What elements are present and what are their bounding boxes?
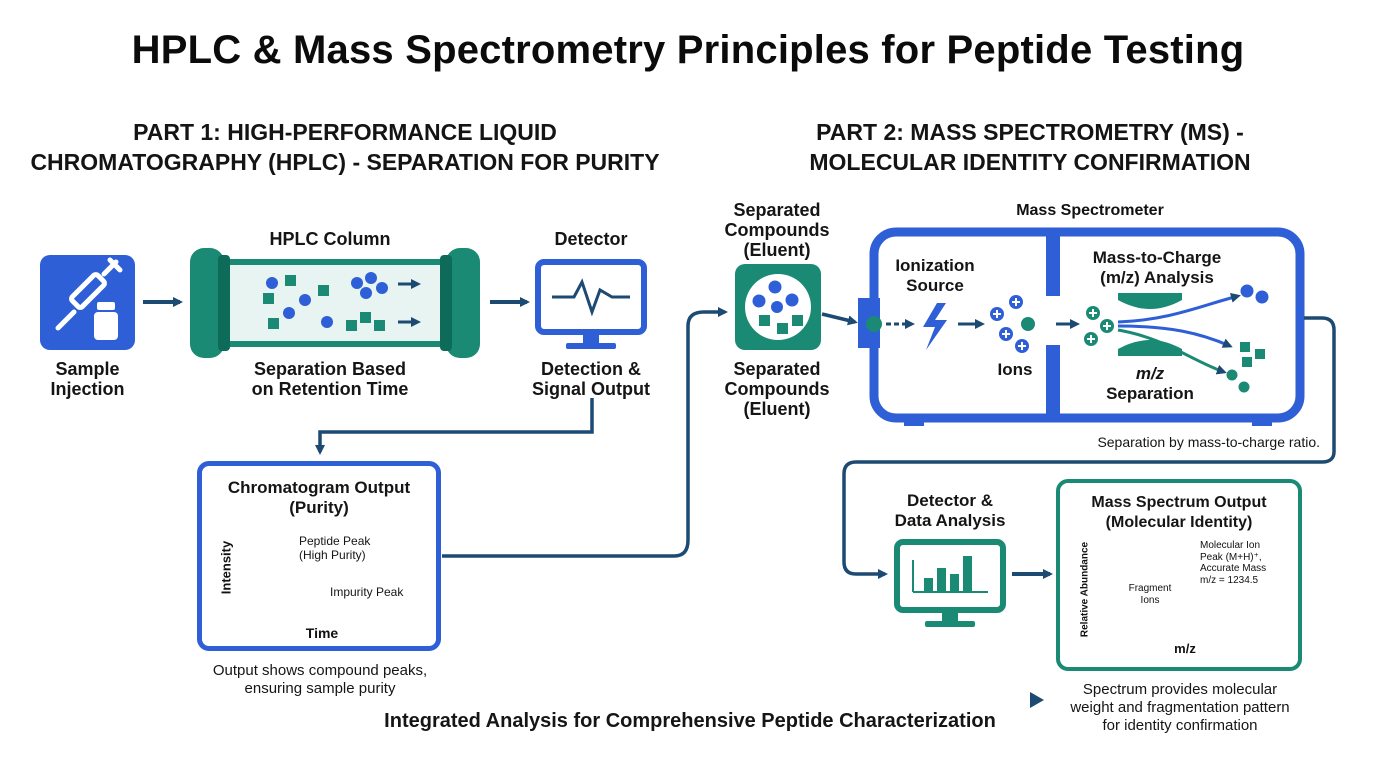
- part1-heading-line2: CHROMATOGRAPHY (HPLC) - SEPARATION FOR P…: [30, 149, 660, 175]
- hplc-column-title: HPLC Column: [269, 229, 391, 249]
- detector-data-analysis-line1: Detector &: [907, 491, 993, 510]
- mass-spectrum-panel: [1056, 479, 1302, 671]
- page-title: HPLC & Mass Spectrometry Principles for …: [131, 28, 1245, 72]
- part2-heading: PART 2: MASS SPECTROMETRY (MS) - MOLECUL…: [720, 117, 1340, 177]
- molecular-ion-line2: Peak (M+H)⁺,: [1200, 551, 1262, 563]
- part2-heading-line2: MOLECULAR IDENTITY CONFIRMATION: [809, 149, 1251, 175]
- molecular-ion-line3: Accurate Mass: [1200, 563, 1267, 574]
- chromatogram-ylabel: Intensity: [218, 540, 234, 595]
- part1-heading: PART 1: HIGH-PERFORMANCE LIQUID CHROMATO…: [20, 117, 670, 177]
- eluent-label-top: Separated Compounds (Eluent): [712, 200, 842, 260]
- footer-caption: Integrated Analysis for Comprehensive Pe…: [384, 710, 996, 732]
- hplc-column-caption: Separation Based on Retention Time: [215, 359, 445, 399]
- detector-caption-line2: Signal Output: [532, 379, 650, 399]
- sample-injection-label: Sample Injection: [30, 359, 145, 399]
- chromatogram-caption-line2: ensuring sample purity: [244, 680, 396, 697]
- mass-spectrometer-title: Mass Spectrometer: [1016, 202, 1164, 219]
- chromatogram-caption: Output shows compound peaks, ensuring sa…: [190, 662, 450, 698]
- eluent-label-bottom-line3: (Eluent): [743, 399, 811, 419]
- bar-chart-icon: [894, 539, 1006, 627]
- spectrum-ylabel: Relative Abundance: [1079, 541, 1091, 638]
- mass-spectrometer: [858, 227, 1305, 426]
- detector-caption: Detection & Signal Output: [515, 359, 667, 399]
- chromatogram-title-line2: (Purity): [289, 498, 349, 517]
- detector-caption-line1: Detection &: [540, 359, 641, 379]
- sample-injection-line1: Sample: [55, 359, 120, 379]
- hplc-column-caption-line1: Separation Based: [253, 359, 407, 379]
- mz-separation-label: m/z Separation: [1085, 364, 1215, 404]
- detector-title: Detector: [554, 229, 628, 249]
- peptide-peak-label-line2: (High Purity): [299, 548, 366, 562]
- peptide-peak-label: Peptide Peak (High Purity): [299, 534, 370, 562]
- spectrum-caption: Spectrum provides molecular weight and f…: [1040, 681, 1320, 735]
- part1-heading-line1: PART 1: HIGH-PERFORMANCE LIQUID: [133, 119, 557, 145]
- mass-analysis-line1: Mass-to-Charge: [1092, 248, 1222, 267]
- mz-separation-line1: m/z: [1135, 364, 1165, 383]
- chromatogram-title-line1: Chromatogram Output: [227, 478, 411, 497]
- fragment-ions-label: Fragment Ions: [1118, 583, 1182, 607]
- eluent-tile: [735, 264, 821, 350]
- mass-spectrum-title-line1: Mass Spectrum Output: [1091, 494, 1267, 511]
- chromatogram-title: Chromatogram Output (Purity): [207, 478, 431, 518]
- spectrum-caption-line3: for identity confirmation: [1102, 717, 1258, 734]
- eluent-label-top-line1: Separated: [733, 200, 821, 220]
- detector-data-analysis-label: Detector & Data Analysis: [870, 491, 1030, 531]
- sample-injection-tile: [40, 255, 135, 350]
- monitor-icon: [535, 259, 647, 349]
- eluent-label-bottom-line1: Separated: [733, 359, 821, 379]
- syringe-icon: [55, 257, 123, 331]
- mass-spectrum-title-line2: (Molecular Identity): [1105, 514, 1253, 531]
- chromatogram-caption-line1: Output shows compound peaks,: [212, 662, 428, 679]
- arrow-detector-to-chromatogram: [315, 398, 594, 455]
- vial-icon: [94, 302, 118, 340]
- spectrum-caption-line2: weight and fragmentation pattern: [1070, 699, 1290, 716]
- eluent-label-bottom: Separated Compounds (Eluent): [712, 359, 842, 419]
- ionization-source-line1: Ionization: [895, 256, 975, 275]
- spectrum-caption-line1: Spectrum provides molecular: [1082, 681, 1278, 698]
- arrow-chromatogram-to-ms: [442, 307, 728, 558]
- hplc-column-caption-line2: on Retention Time: [251, 379, 409, 399]
- molecular-ion-line1: Molecular Ion: [1200, 540, 1261, 551]
- arrow-ms-to-detector: [842, 316, 1336, 579]
- chromatogram-xlabel: Time: [305, 625, 339, 641]
- part2-heading-line1: PART 2: MASS SPECTROMETRY (MS) -: [816, 119, 1244, 145]
- mass-analysis-line2: (m/z) Analysis: [1100, 268, 1214, 287]
- fragment-ions-line2: Ions: [1140, 595, 1160, 606]
- chromatogram-panel: [197, 461, 441, 651]
- molecular-ion-line4: m/z = 1234.5: [1200, 574, 1259, 586]
- eluent-label-top-line3: (Eluent): [743, 240, 811, 260]
- ions-label: Ions: [997, 360, 1033, 379]
- ionization-source-line2: Source: [906, 276, 964, 295]
- hplc-column: [190, 248, 480, 358]
- molecular-ion-label: Molecular Ion Peak (M+H)⁺, Accurate Mass…: [1200, 540, 1290, 586]
- detector-data-analysis-line2: Data Analysis: [894, 511, 1006, 530]
- lightning-icon: [923, 303, 947, 350]
- peptide-peak-label-line1: Peptide Peak: [299, 534, 371, 548]
- sample-injection-line2: Injection: [50, 379, 125, 399]
- fragment-ions-line1: Fragment: [1128, 583, 1172, 594]
- eluent-label-bottom-line2: Compounds: [724, 379, 830, 399]
- mz-separation-line2: Separation: [1106, 384, 1194, 403]
- spectrum-xlabel: m/z: [1174, 641, 1196, 656]
- mass-spectrum-title: Mass Spectrum Output (Molecular Identity…: [1060, 493, 1298, 533]
- eluent-label-top-line2: Compounds: [724, 220, 830, 240]
- mass-analysis-label: Mass-to-Charge (m/z) Analysis: [1082, 248, 1232, 288]
- arrow-eluent-to-ms: [821, 312, 858, 326]
- ionization-source-label: Ionization Source: [885, 256, 985, 296]
- impurity-peak-label: Impurity Peak: [330, 585, 404, 599]
- ms-caption: Separation by mass-to-charge ratio.: [1097, 434, 1320, 450]
